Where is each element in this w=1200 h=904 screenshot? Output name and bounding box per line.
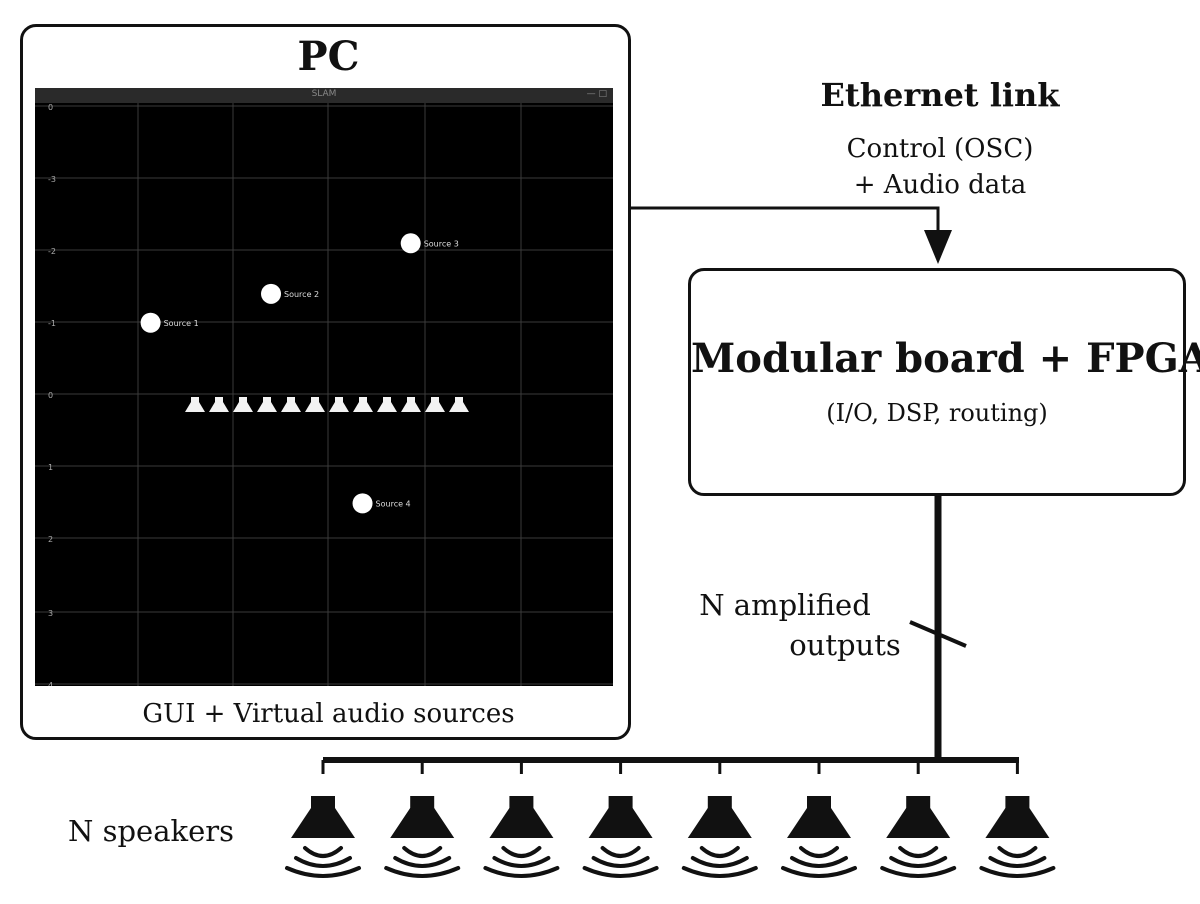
speaker-wave bbox=[699, 846, 740, 858]
board-box: Modular board + FPGA (I/O, DSP, routing) bbox=[688, 268, 1200, 496]
speaker-cone bbox=[985, 808, 1050, 838]
ethernet-link-line bbox=[631, 206, 940, 232]
gui-speaker-icon bbox=[257, 397, 277, 412]
gui-y-tick: 3 bbox=[48, 609, 53, 618]
speaker-wave bbox=[600, 846, 641, 858]
speaker-wave bbox=[483, 866, 560, 878]
speaker-cone bbox=[291, 808, 355, 838]
board-title: Modular board + FPGA bbox=[691, 335, 1200, 382]
outputs-line2: outputs bbox=[789, 628, 901, 662]
speaker-wave bbox=[294, 856, 352, 868]
gui-source-dot[interactable] bbox=[400, 233, 421, 254]
gui-y-tick: -2 bbox=[48, 247, 56, 256]
speaker-wave bbox=[898, 846, 939, 858]
gui-source-label: Source 2 bbox=[284, 290, 319, 299]
gui-canvas: 0 -3 -2 -1 0 1 2 3 4 Source 1 Source 2 Source 3 Sour… bbox=[35, 103, 613, 686]
speaker-magnet bbox=[1005, 796, 1030, 810]
gui-window-buttons: — □ bbox=[586, 89, 607, 99]
gui-source-dot[interactable] bbox=[140, 312, 161, 333]
ethernet-arrow-head bbox=[924, 230, 952, 264]
speakers-label: N speakers bbox=[68, 814, 234, 848]
ethernet-title: Ethernet link bbox=[820, 76, 1060, 114]
gui-source-label: Source 3 bbox=[424, 239, 459, 248]
gui-y-tick: 4 bbox=[48, 681, 53, 686]
speaker-wave bbox=[979, 866, 1056, 878]
speaker-wave bbox=[880, 866, 957, 878]
speaker-wave bbox=[501, 846, 542, 858]
speaker-wave bbox=[690, 856, 749, 868]
speaker-magnet bbox=[707, 796, 732, 810]
gui-titlebar: SLAM — □ bbox=[35, 88, 613, 103]
gui-speaker-icon bbox=[449, 397, 469, 412]
outputs-slash bbox=[909, 620, 967, 648]
gui-y-tick: 1 bbox=[48, 463, 53, 472]
board-subtitle: (I/O, DSP, routing) bbox=[826, 399, 1048, 427]
gui-window-title: SLAM bbox=[311, 89, 337, 99]
speaker-cone bbox=[489, 808, 554, 838]
speaker-wave bbox=[988, 856, 1047, 868]
gui-source-label: Source 1 bbox=[164, 319, 199, 328]
gui-speaker-icon bbox=[281, 397, 301, 412]
speaker-wave bbox=[393, 856, 452, 868]
speaker-cone bbox=[588, 808, 653, 838]
speaker-wave bbox=[591, 856, 650, 868]
speaker-wave bbox=[492, 856, 551, 868]
speaker-wave bbox=[681, 866, 758, 878]
ethernet-line1: Control (OSC) bbox=[846, 134, 1034, 164]
gui-speaker-icon bbox=[401, 397, 421, 412]
speaker-magnet bbox=[410, 796, 435, 810]
speaker-magnet bbox=[311, 796, 335, 810]
speaker-wave bbox=[285, 866, 361, 878]
speaker-magnet bbox=[608, 796, 633, 810]
speaker-magnet bbox=[906, 796, 931, 810]
speaker-wave bbox=[790, 856, 848, 868]
speaker-wave bbox=[799, 846, 839, 858]
gui-speaker-icon bbox=[305, 397, 325, 412]
speaker-cone bbox=[687, 808, 752, 838]
gui-speaker-icon bbox=[233, 397, 253, 412]
gui-screenshot: SLAM — □ 0 -3 -2 -1 0 1 2 3 4 Source 1 Source 2 Sou… bbox=[35, 88, 613, 686]
ethernet-line2: + Audio data bbox=[853, 170, 1027, 200]
speaker-wave bbox=[384, 866, 461, 878]
gui-speaker-icon bbox=[377, 397, 397, 412]
speaker-wave bbox=[889, 856, 948, 868]
gui-speaker-icon bbox=[209, 397, 229, 412]
gui-source-dot[interactable] bbox=[261, 283, 282, 304]
speaker-wave bbox=[997, 846, 1038, 858]
speaker-wave bbox=[402, 846, 443, 858]
gui-y-tick: 2 bbox=[48, 535, 53, 544]
speaker-magnet bbox=[509, 796, 534, 810]
outputs-line1: N amplified bbox=[699, 588, 871, 622]
gui-y-tick: 0 bbox=[48, 391, 53, 400]
gui-y-tick: -3 bbox=[48, 175, 56, 184]
speaker-wave bbox=[582, 866, 659, 878]
gui-speaker-icon bbox=[185, 397, 205, 412]
speaker-wave bbox=[303, 846, 343, 858]
gui-speaker-icon bbox=[353, 397, 373, 412]
gui-source-dot[interactable] bbox=[352, 493, 373, 514]
gui-speaker-icon bbox=[425, 397, 445, 412]
speaker-cone bbox=[787, 808, 851, 838]
speaker-magnet bbox=[807, 796, 831, 810]
speaker-cone bbox=[390, 808, 455, 838]
speaker-group bbox=[285, 760, 1056, 878]
gui-source-label: Source 4 bbox=[376, 499, 411, 508]
gui-speaker-icon bbox=[329, 397, 349, 412]
speaker-cone bbox=[886, 808, 951, 838]
pc-caption: GUI + Virtual audio sources bbox=[142, 699, 515, 729]
gui-y-tick: 0 bbox=[48, 103, 53, 112]
gui-y-tick: -1 bbox=[48, 319, 56, 328]
speaker-wave bbox=[781, 866, 857, 878]
pc-title: PC bbox=[297, 33, 360, 80]
